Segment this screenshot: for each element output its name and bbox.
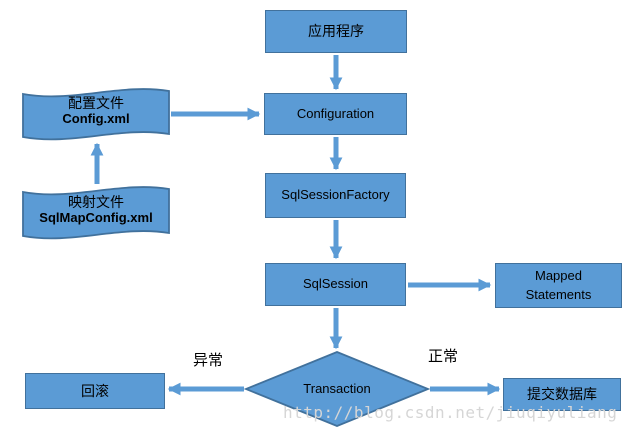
node-mapped-statements: Mapped Statements xyxy=(495,263,622,308)
mapping-file-title: 映射文件 xyxy=(68,194,124,210)
normal-branch-label: 正常 xyxy=(428,348,459,365)
config-file-title: 配置文件 xyxy=(68,95,124,111)
node-commit-db: 提交数据库 xyxy=(503,378,621,411)
node-sqlsessionfactory: SqlSessionFactory xyxy=(265,173,406,218)
node-rollback: 回滚 xyxy=(25,373,165,409)
exception-branch-label: 异常 xyxy=(193,352,224,369)
config-file-label: 配置文件 Config.xml xyxy=(25,95,167,127)
transaction-label: Transaction xyxy=(303,381,371,396)
node-sqlsession: SqlSession xyxy=(265,263,406,306)
mapping-file-label: 映射文件 SqlMapConfig.xml xyxy=(19,194,173,226)
config-file-filename: Config.xml xyxy=(62,111,130,126)
mapping-file-shape xyxy=(22,186,170,240)
config-file-shape xyxy=(22,88,170,141)
node-application: 应用程序 xyxy=(265,10,407,53)
watermark-text: http://blog.csdn.net/jiuqiyuliang xyxy=(283,403,618,422)
node-configuration: Configuration xyxy=(264,93,407,135)
mapping-file-filename: SqlMapConfig.xml xyxy=(39,210,153,225)
transaction-diamond xyxy=(243,351,431,427)
